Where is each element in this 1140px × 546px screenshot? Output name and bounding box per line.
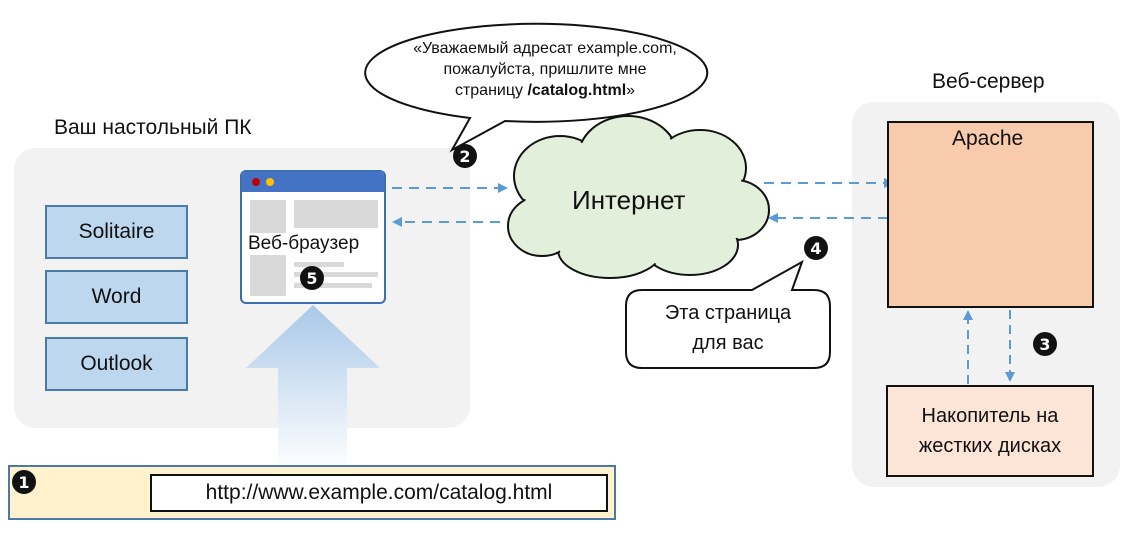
upload-arrow-shape	[246, 305, 380, 470]
step-1-badge: ❶1	[12, 470, 36, 494]
app-solitaire: Solitaire	[45, 205, 188, 259]
internet-label: Интернет	[572, 185, 686, 215]
disk-label-line-2: жестких дисках	[918, 435, 1062, 457]
desktop-title: Ваш настольный ПК	[54, 116, 252, 139]
request-line-3-prefix: страницу	[454, 82, 528, 99]
step-5-badge: 5	[300, 266, 324, 290]
response-bubble-text: Эта страница для вас	[630, 298, 826, 358]
disk-label-line-1: Накопитель на	[921, 405, 1059, 427]
response-bubble-shape	[625, 259, 831, 369]
apache-box	[887, 121, 1094, 308]
request-line-3: страницу /catalog.html»	[378, 80, 712, 101]
request-line-3-path: /catalog.html	[527, 82, 627, 99]
server-title: Веб-сервер	[932, 70, 1045, 93]
browser-line-placeholder	[294, 262, 344, 267]
apache-label: Apache	[952, 127, 1024, 150]
url-field: http://www.example.com/catalog.html	[150, 474, 608, 512]
request-bubble-shape	[364, 22, 709, 153]
request-bubble-text: «Уважаемый адресат example.com, пожалуйс…	[378, 38, 712, 101]
browser-label: Веб-браузер	[246, 233, 362, 255]
minimize-dot-icon	[266, 178, 274, 186]
request-line-2: пожалуйста, пришлите мне	[443, 61, 647, 78]
response-line-2: для вас	[692, 332, 764, 354]
app-word: Word	[45, 270, 188, 324]
close-dot-icon	[252, 178, 260, 186]
browser-header-placeholder	[294, 200, 378, 228]
request-line-1: «Уважаемый адресат example.com,	[413, 40, 677, 57]
disk-storage-box: Накопитель на жестких дисках	[886, 385, 1094, 477]
browser-line-placeholder	[294, 283, 372, 288]
browser-titlebar	[242, 172, 384, 192]
step-3-badge: 3	[1033, 332, 1057, 356]
browser-line-placeholder	[294, 272, 378, 277]
response-line-1: Эта страница	[664, 302, 792, 324]
request-line-3-suffix: »	[626, 82, 636, 99]
step-4-badge: 4	[804, 236, 828, 260]
step-2-badge: 2	[453, 144, 477, 168]
app-outlook: Outlook	[45, 337, 188, 391]
